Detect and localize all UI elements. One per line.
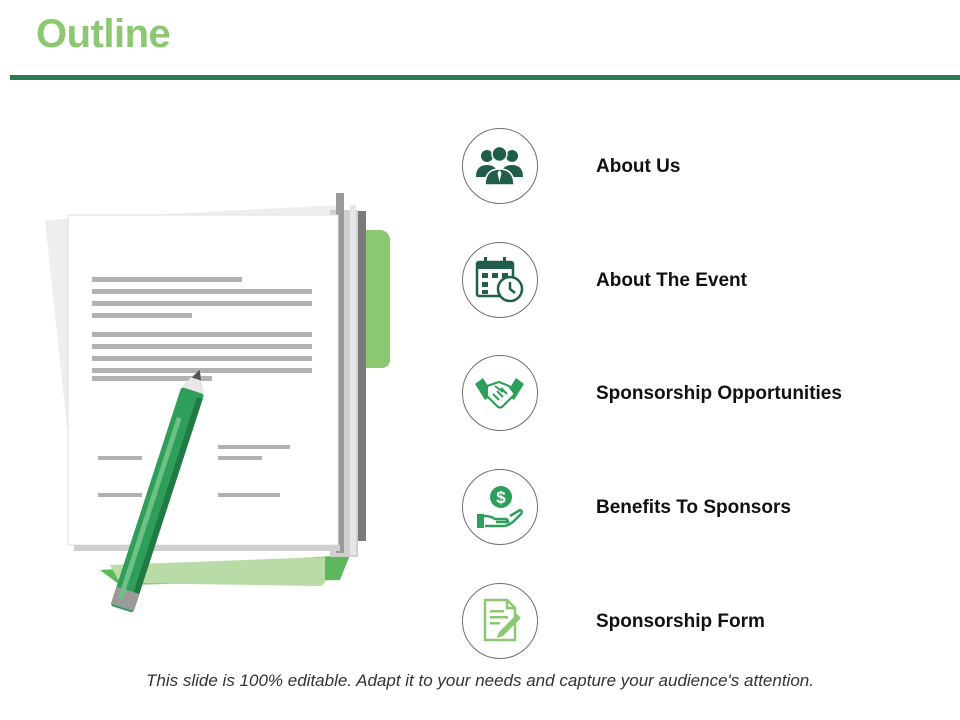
outline-item-about-the-event[interactable]: About The Event (462, 242, 942, 320)
documents-illustration (45, 193, 390, 613)
handshake-icon (462, 355, 538, 431)
slide-title: Outline (36, 12, 171, 56)
outline-item-sponsorship-opportunities[interactable]: Sponsorship Opportunities (462, 355, 942, 433)
outline-item-label: About Us (596, 156, 681, 177)
team-icon (462, 128, 538, 204)
outline-item-sponsorship-form[interactable]: Sponsorship Form (462, 583, 942, 661)
outline-item-benefits-to-sponsors[interactable]: $ Benefits To Sponsors (462, 469, 942, 547)
svg-text:$: $ (496, 488, 506, 507)
footer-note: This slide is 100% editable. Adapt it to… (146, 671, 814, 690)
outline-item-about-us[interactable]: About Us (462, 128, 942, 206)
title-divider (10, 75, 960, 80)
outline-item-label: Sponsorship Form (596, 611, 765, 632)
outline-item-label: Benefits To Sponsors (596, 497, 791, 518)
outline-item-label: Sponsorship Opportunities (596, 383, 842, 404)
outline-item-label: About The Event (596, 270, 747, 291)
calendar-clock-icon (462, 242, 538, 318)
form-pen-icon (462, 583, 538, 659)
dollar-hand-icon: $ (462, 469, 538, 545)
